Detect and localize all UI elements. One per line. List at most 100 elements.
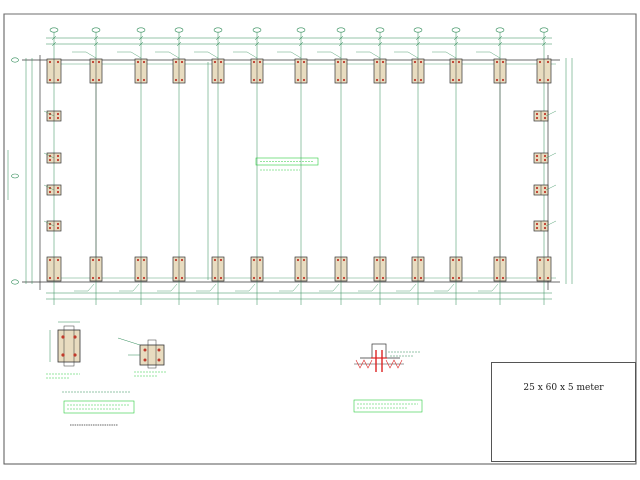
callout-leader [168, 51, 180, 59]
callout-leader [246, 51, 258, 59]
callout-leader [330, 51, 342, 59]
anchor-bolt [219, 258, 223, 262]
anchor-bolt [56, 190, 60, 194]
dimension-tick [298, 35, 304, 41]
anchor-bolt [543, 116, 547, 120]
anchor-bolt [258, 78, 262, 82]
base-plate [493, 58, 507, 84]
anchor-bolt [48, 226, 52, 230]
grid-bubble [413, 27, 423, 33]
anchor-bolt [252, 78, 256, 82]
anchor-bolt [174, 78, 178, 82]
anchor-bolt [97, 258, 101, 262]
anchor-bolt [180, 78, 184, 82]
anchor-bolt [375, 276, 379, 280]
anchor-bolt [501, 60, 505, 64]
anchor-bolt [142, 60, 146, 64]
anchor-bolt [543, 190, 547, 194]
anchor-bolt [91, 258, 95, 262]
callout-leader [207, 51, 219, 59]
anchor-bolt [213, 258, 217, 262]
dimension-tick [215, 41, 221, 47]
grid-bubble [539, 27, 549, 33]
title-block-text: 25 x 60 x 5 meter [523, 383, 604, 393]
callout-leader [369, 51, 381, 59]
anchor-bolt [381, 60, 385, 64]
grid-bubble [11, 57, 19, 63]
anchor-bolt [56, 78, 60, 82]
anchor-bolt [501, 258, 505, 262]
anchor-bolt [535, 112, 539, 116]
anchor-bolt [296, 276, 300, 280]
dimension-tick [51, 35, 57, 41]
callout-leader [132, 283, 140, 292]
anchor-bolt [302, 276, 306, 280]
callout-leader [248, 283, 256, 292]
dimension-tick [453, 41, 459, 47]
dimension-tick [497, 41, 503, 47]
anchor-bolt [342, 60, 346, 64]
dimension-tick [415, 41, 421, 47]
anchor-bolt [381, 276, 385, 280]
callouts [7, 51, 557, 292]
anchor-bolt [538, 78, 542, 82]
dimension-tick [298, 41, 304, 47]
callout-leader [290, 51, 302, 59]
dimension-tick [93, 35, 99, 41]
grid-bubble [11, 279, 19, 285]
anchor-bolt [543, 154, 547, 158]
anchor-bolt [451, 276, 455, 280]
anchor-bolt [302, 258, 306, 262]
grid-bubbles [11, 27, 549, 285]
dimension-tick [176, 35, 182, 41]
detail-notes [62, 391, 135, 426]
anchor-bolt [136, 276, 140, 280]
grid-bubble [495, 27, 505, 33]
anchor-bolt [48, 190, 52, 194]
grid-bubble [213, 27, 223, 33]
callout-leader [130, 51, 142, 59]
dimension-tick [541, 35, 547, 41]
anchor-bolt [543, 158, 547, 162]
anchor-bolt [136, 258, 140, 262]
anchor-bolt [48, 158, 52, 162]
grid-bubble [252, 27, 262, 33]
anchor-bolt [375, 78, 379, 82]
baseplate-detail-a [46, 321, 81, 379]
anchor-bolt [535, 190, 539, 194]
base-plate [373, 58, 387, 84]
base-plate [250, 58, 264, 84]
anchor-bolt [48, 116, 52, 120]
anchor-bolt [535, 226, 539, 230]
callout-leader [43, 184, 55, 191]
anchor-bolt [91, 60, 95, 64]
callout-leader [87, 283, 95, 292]
anchor-bolt [56, 226, 60, 230]
grid-bubble [451, 27, 461, 33]
base-plate [449, 256, 463, 282]
anchor-bolt [252, 258, 256, 262]
dimension-tick [138, 41, 144, 47]
callout-leader [545, 110, 557, 117]
base-plate [533, 220, 549, 232]
callout-leader [170, 283, 178, 292]
anchor-bolt [142, 276, 146, 280]
dimension-tick [415, 35, 421, 41]
dimension-tick [377, 41, 383, 47]
anchor-bolt [419, 60, 423, 64]
dimension-tick [254, 41, 260, 47]
callout-leader [43, 152, 55, 159]
dimension-lines [25, 35, 573, 300]
callout-leader [489, 51, 501, 59]
anchor-bolt [336, 60, 340, 64]
base-plate [493, 256, 507, 282]
anchor-bolt [180, 276, 184, 280]
base-plate [334, 256, 348, 282]
anchor-bolt [546, 258, 550, 262]
dimension-tick [541, 41, 547, 47]
callout-leader [545, 220, 557, 227]
dimension-tick [138, 35, 144, 41]
title-block: 25 x 60 x 5 meter [491, 362, 636, 462]
anchor-bolt [419, 276, 423, 280]
